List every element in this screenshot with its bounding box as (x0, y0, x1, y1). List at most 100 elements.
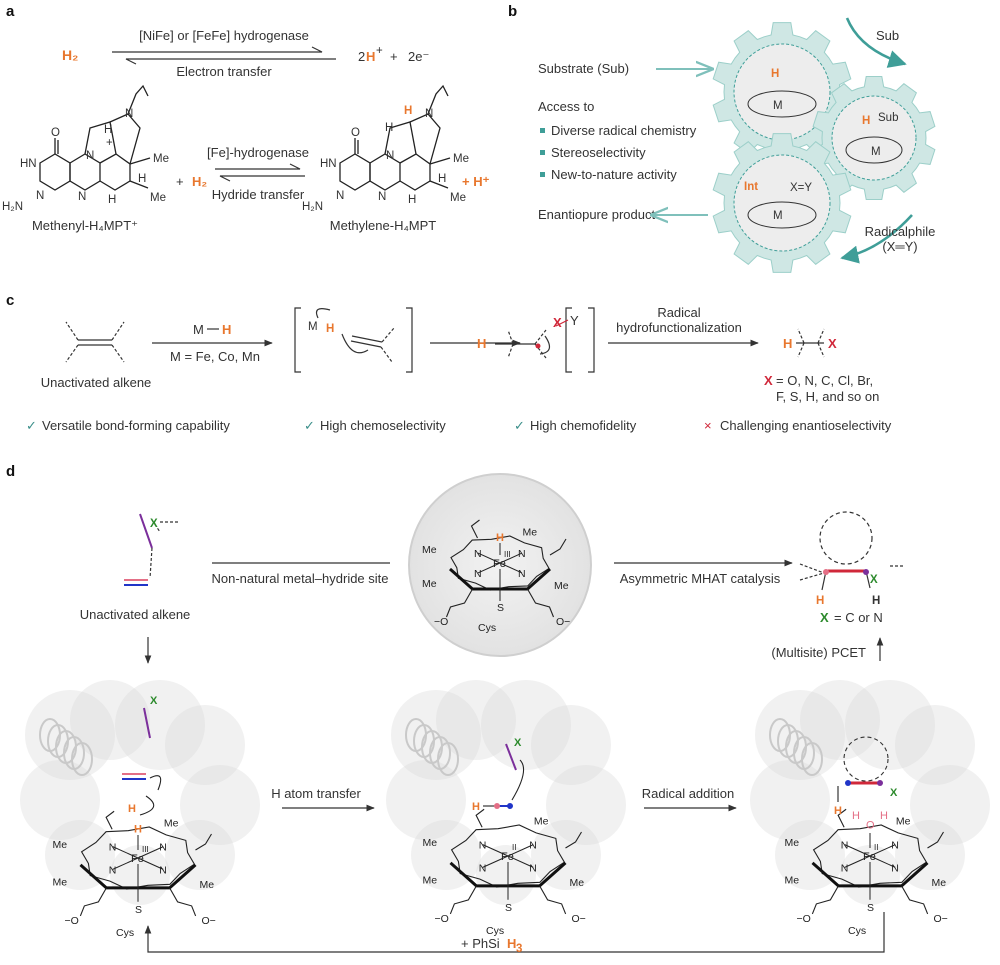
svg-text:Me: Me (570, 877, 585, 889)
svg-text:N: N (336, 190, 344, 202)
svg-text:H₂N: H₂N (2, 201, 23, 213)
plus-h2-plus: + (176, 174, 184, 189)
svg-text:N: N (479, 862, 487, 874)
equilibrium-arrow-a2 (215, 163, 305, 182)
electron-transfer-label: Electron transfer (176, 64, 272, 79)
svg-text:X: X (150, 518, 158, 530)
panel-c: Unactivated alkene M H M = Fe, Co, Mn M … (26, 305, 892, 433)
methylene-atoms: O HN N H₂N N H N N H H Me H Me (302, 105, 469, 213)
svg-text:Fe: Fe (501, 851, 514, 863)
d-product (799, 511, 904, 591)
svg-text:H: H (128, 803, 136, 815)
feature-list: ✓ Versatile bond-forming capability ✓ Hi… (26, 418, 892, 433)
radical-intermediate (495, 307, 595, 373)
svg-text:Me: Me (534, 815, 549, 827)
svg-text:S: S (497, 602, 504, 614)
hydrogenase-label: [NiFe] or [FeFe] hydrogenase (139, 28, 309, 43)
svg-text:S: S (135, 904, 142, 916)
svg-text:Me: Me (53, 839, 68, 851)
radical-label: Radical (657, 305, 700, 320)
substrate-2: XH (472, 737, 525, 813)
feature-4: Challenging enantioselectivity (720, 418, 892, 433)
svg-text:Fe: Fe (493, 558, 506, 570)
product-c (796, 328, 825, 358)
svg-text:H: H (852, 810, 860, 822)
panel-label-c: c (6, 292, 14, 309)
svg-text:N: N (529, 862, 537, 874)
methenyl-structure (39, 84, 151, 191)
methenyl-label: Methenyl-H₄MPT⁺ (32, 218, 138, 233)
svg-text:Me: Me (423, 875, 438, 887)
svg-text:X: X (514, 737, 522, 749)
mh-h: H (222, 322, 231, 337)
svg-text:H: H (134, 824, 142, 836)
fe-hydrogenase-label: [Fe]-hydrogenase (207, 145, 309, 160)
cycle-return-arrow (144, 912, 885, 953)
svg-text:H: H (783, 336, 792, 351)
panel-label-d: d (6, 463, 15, 480)
svg-text:N: N (378, 191, 386, 203)
radicalphile-label: Radicalphile (865, 224, 936, 239)
svg-text:Me: Me (200, 879, 215, 891)
methylene-structure (339, 84, 451, 191)
svg-text:X: X (870, 574, 878, 586)
svg-text:Cys: Cys (486, 925, 504, 937)
metals-label: M = Fe, Co, Mn (170, 349, 260, 364)
svg-text:X: X (828, 336, 837, 351)
svg-text:✓: ✓ (26, 418, 37, 433)
bullet-3: New-to-nature activity (551, 167, 677, 182)
svg-text:Me: Me (932, 877, 947, 889)
protein-2 (386, 680, 626, 905)
substrate-label: Substrate (Sub) (538, 61, 629, 76)
svg-text:O: O (351, 127, 360, 139)
svg-text:O: O (866, 819, 875, 831)
svg-text:N: N (841, 840, 849, 852)
svg-text:H₂N: H₂N (302, 201, 323, 213)
svg-text:H: H (404, 105, 412, 117)
svg-text:H: H (816, 595, 824, 607)
svg-text:S: S (505, 902, 512, 914)
svg-text:HN: HN (320, 158, 337, 170)
svg-text:Me: Me (53, 877, 68, 889)
svg-text:H: H (108, 194, 116, 206)
access-label: Access to (538, 99, 594, 114)
radicalphile-arrow (840, 214, 913, 264)
svg-text:O−: O− (572, 913, 586, 925)
svg-text:H: H (834, 805, 842, 817)
active-site-bubble (408, 473, 592, 657)
svg-text:II: II (512, 843, 516, 852)
gear-bottom (712, 133, 852, 273)
proton-product: + H⁺ (462, 174, 490, 189)
svg-text:H: H (438, 173, 446, 185)
substrate-3: HX (834, 736, 898, 817)
h2-reactant: H₂ (192, 174, 207, 189)
svg-text:N: N (36, 190, 44, 202)
x-list-2: F, S, H, and so on (776, 389, 879, 404)
bullet-2: Stereoselectivity (551, 145, 646, 160)
svg-text:✓: ✓ (304, 418, 315, 433)
panel-a: H₂ [NiFe] or [FeFe] hydrogenase Electron… (2, 28, 490, 233)
svg-text:N: N (518, 548, 526, 560)
panel-d: X Unactivated alkene Non-natural metal–h… (20, 473, 990, 955)
svg-text:N: N (386, 150, 394, 162)
product-label: Enantiopure product (538, 207, 655, 222)
transition-bracket (294, 307, 413, 373)
svg-text:H: H (408, 194, 416, 206)
svg-text:N: N (518, 568, 526, 580)
svg-text:M: M (773, 100, 783, 112)
hydrofunc-label: hydrofunctionalization (616, 320, 742, 335)
pcet-label: (Multisite) PCET (771, 645, 866, 660)
proton-charge: + (376, 45, 383, 57)
svg-text:O−: O− (556, 616, 570, 628)
svg-text:N: N (891, 862, 899, 874)
svg-text:O: O (51, 127, 60, 139)
panel-b: Substrate (Sub) Access to Diverse radica… (538, 17, 936, 273)
svg-text:Me: Me (164, 817, 179, 829)
d-alkene-sketch (124, 513, 178, 586)
svg-text:Me: Me (450, 192, 466, 204)
svg-text:✓: ✓ (514, 418, 525, 433)
